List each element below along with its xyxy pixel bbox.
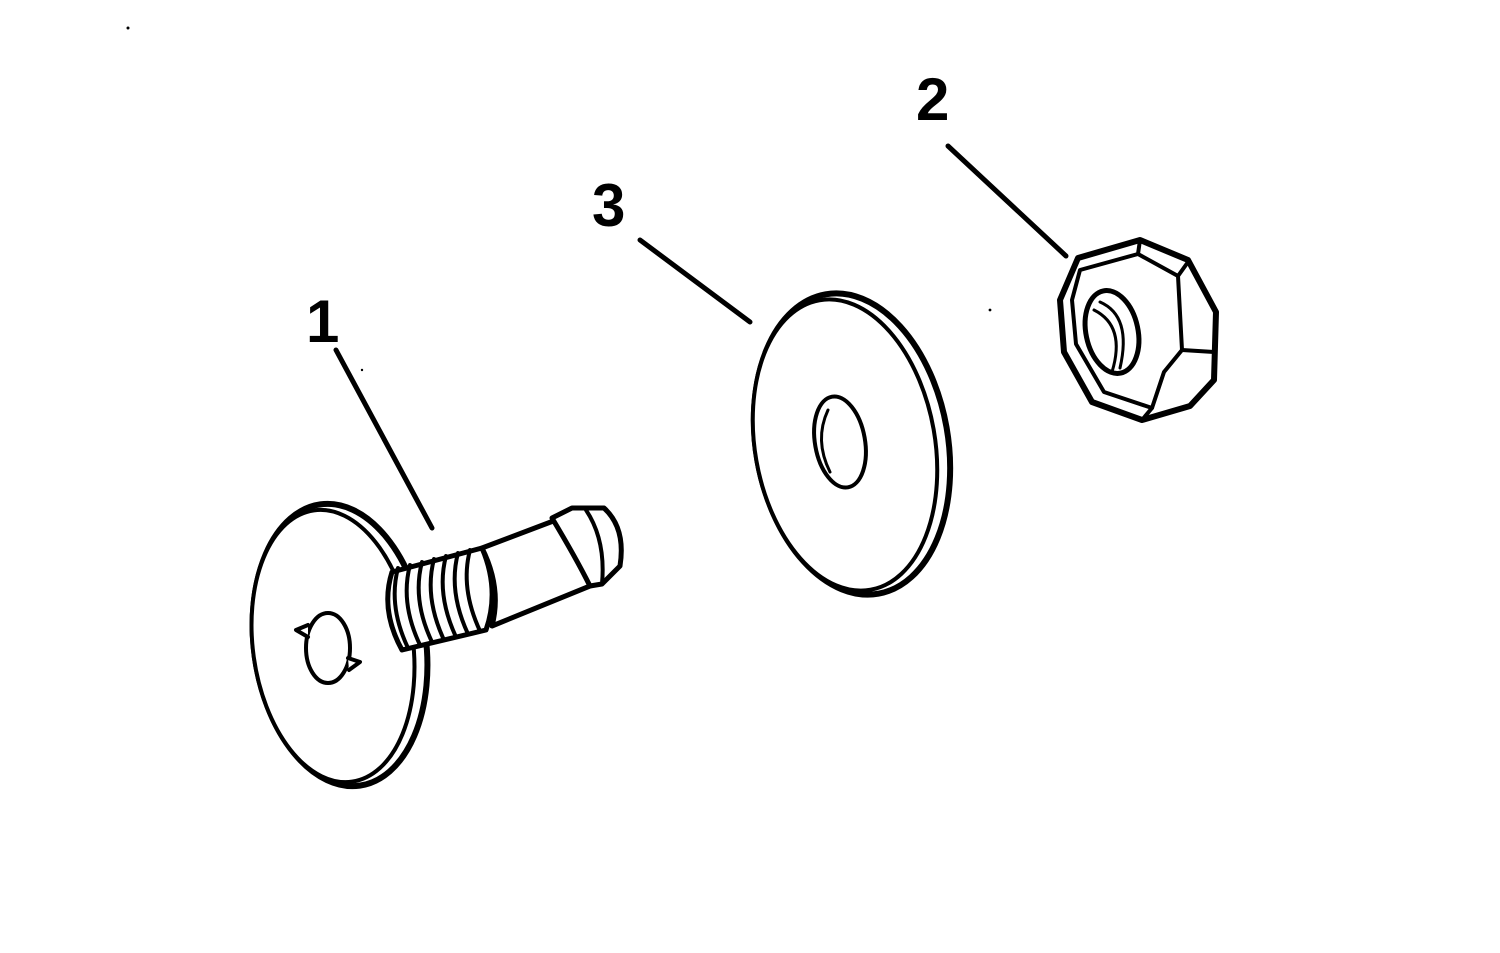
callout-2: 2 <box>916 66 949 133</box>
leader-line-1 <box>333 347 435 531</box>
callout-1: 1 <box>306 288 339 355</box>
bolt-head-keyhole <box>294 611 362 685</box>
callout-3: 3 <box>592 172 625 239</box>
washer-hole-bevel <box>819 408 832 474</box>
leader-lines <box>333 143 1069 531</box>
leader-line-3 <box>637 237 753 325</box>
hex-nut-edges <box>1136 238 1216 422</box>
bolt-threaded-section <box>385 545 495 653</box>
bolt-part <box>249 500 624 790</box>
bolt-tip <box>549 505 624 589</box>
leader-line-2 <box>945 143 1069 259</box>
hex-nut-part <box>1057 237 1219 423</box>
hex-nut-threaded-hole <box>1082 288 1142 376</box>
scan-specks <box>126 26 992 372</box>
washer-part <box>750 290 954 598</box>
